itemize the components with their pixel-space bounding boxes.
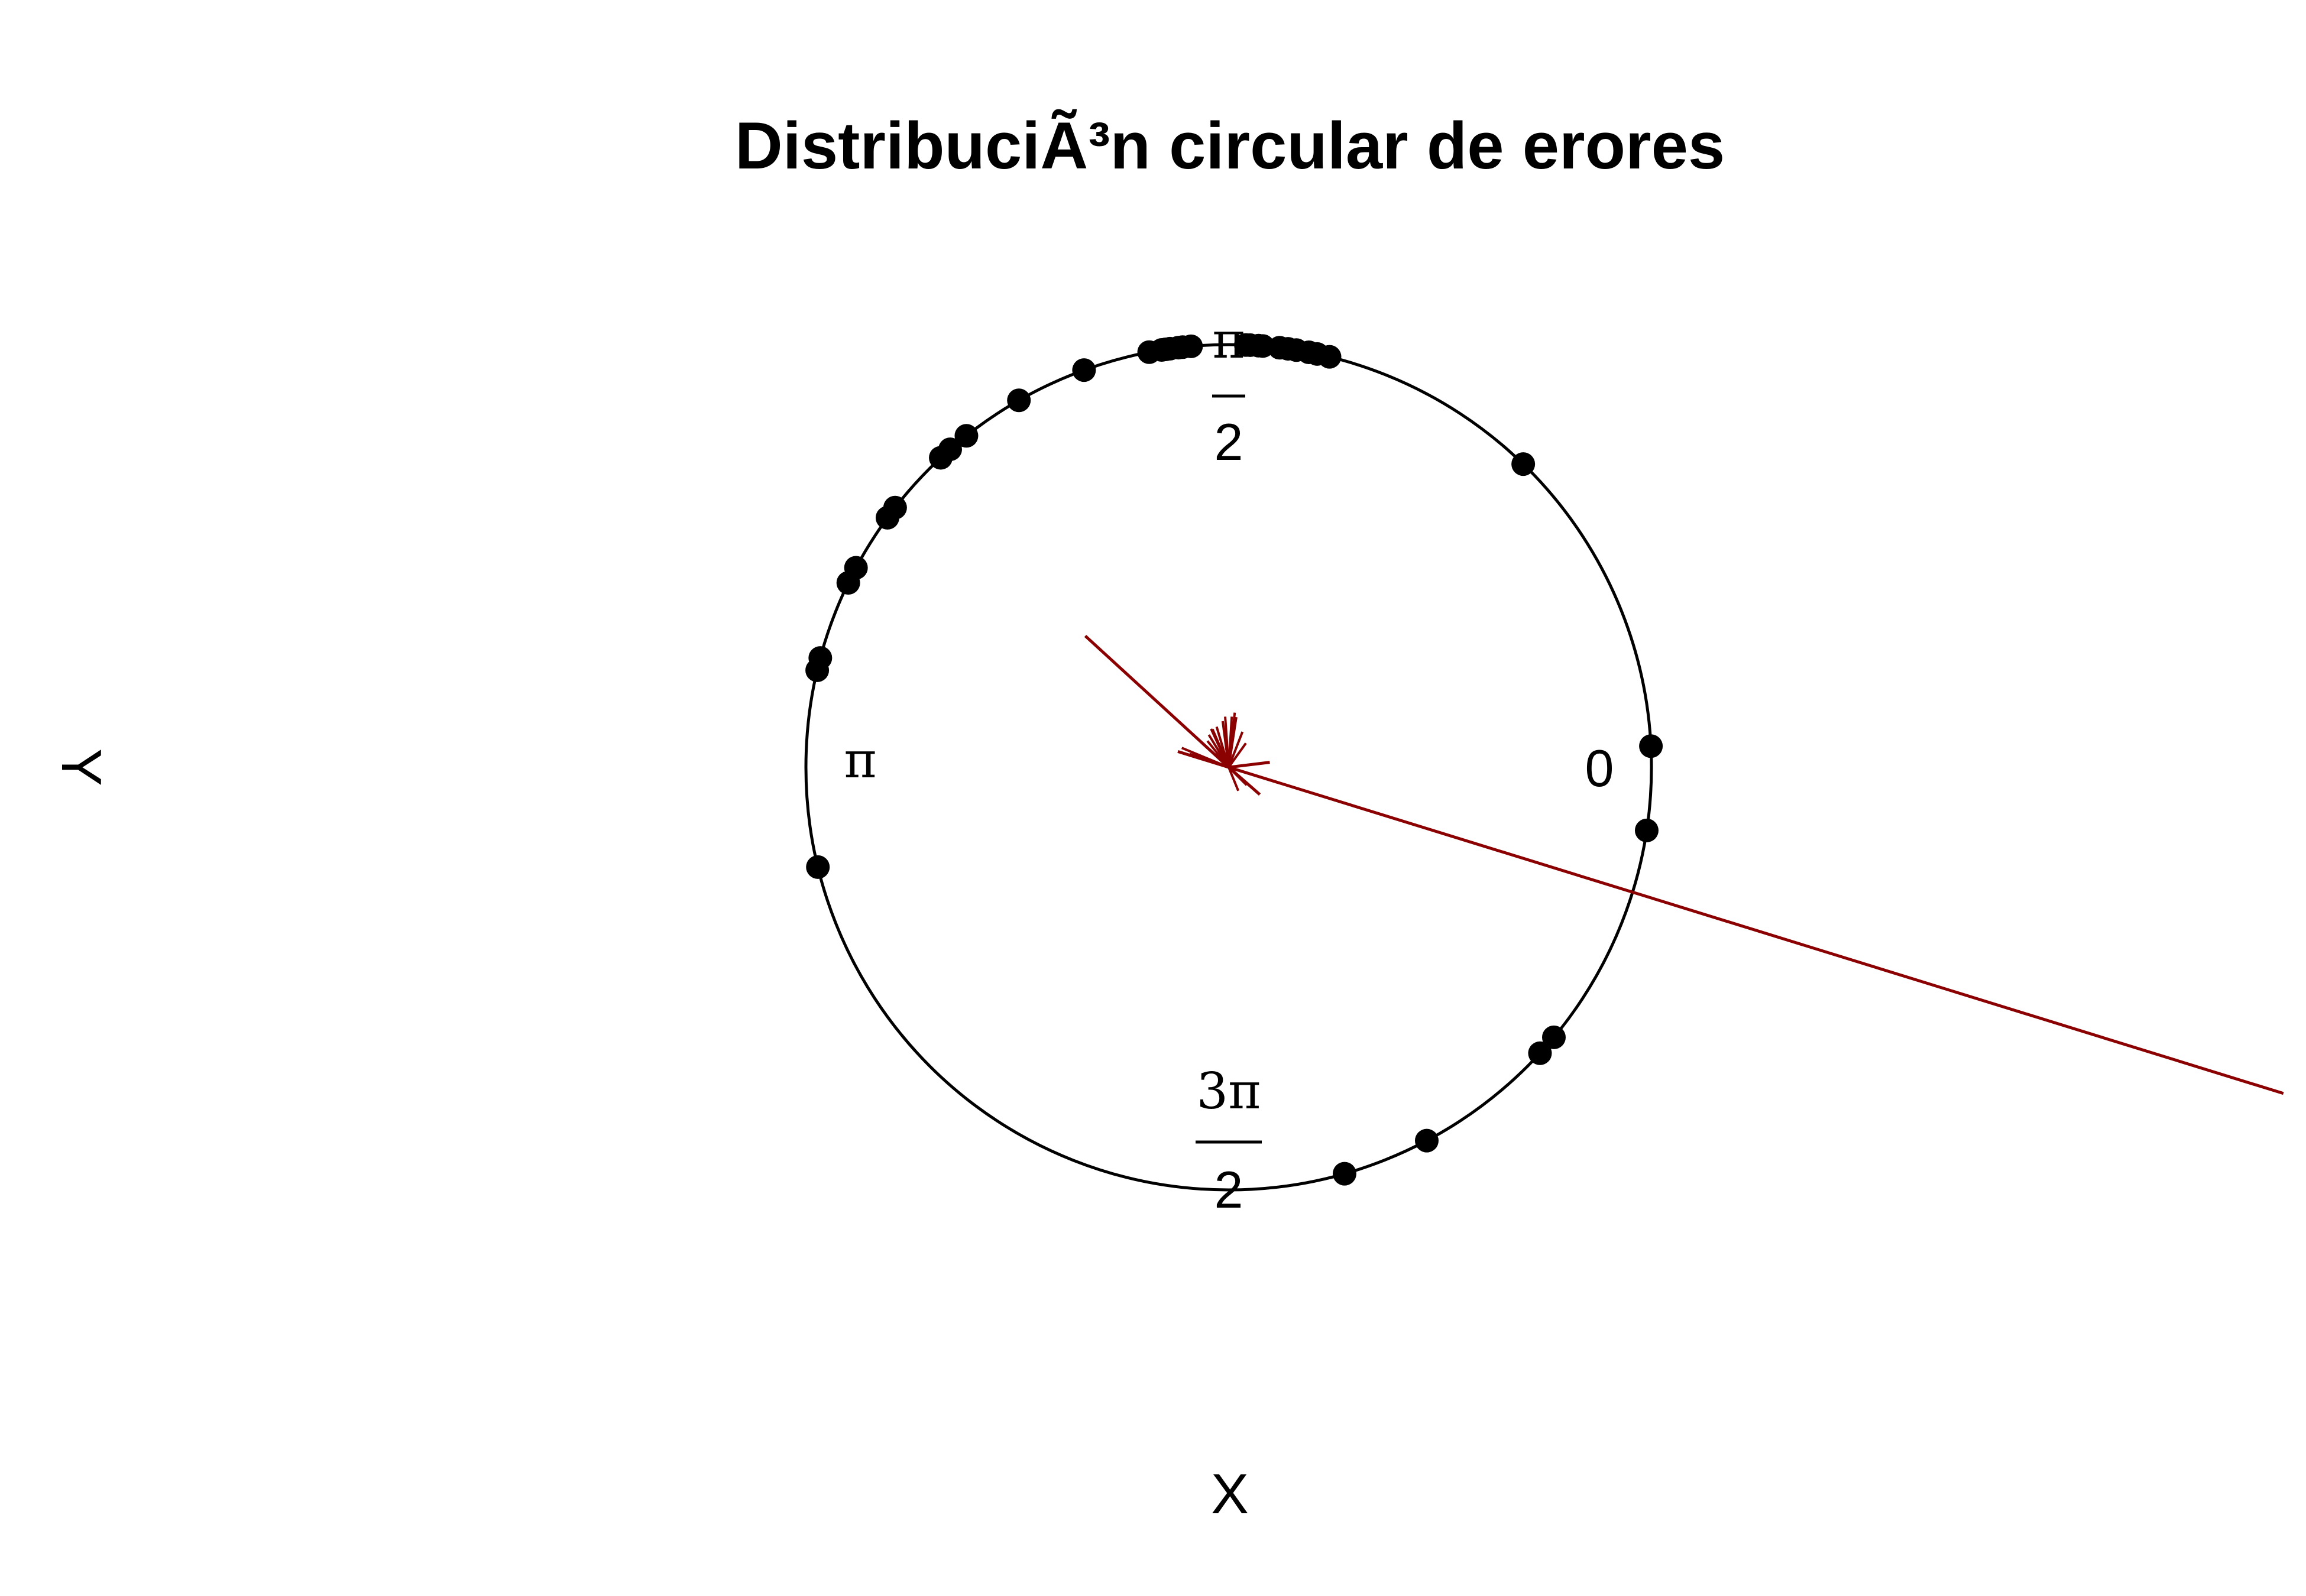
- rose-spoke: [1228, 766, 1248, 786]
- y-axis-label: Y: [50, 748, 113, 786]
- unit-circle: [804, 343, 1653, 1192]
- data-point: [875, 505, 899, 530]
- data-point: [1511, 452, 1536, 476]
- mean-vector-arrow: [1084, 634, 1230, 768]
- data-point: [1072, 358, 1096, 382]
- mean-vector-arrowhead: [1188, 728, 1232, 770]
- chart-marks: [805, 333, 2284, 1186]
- data-point: [836, 570, 860, 595]
- data-point: [1137, 340, 1161, 364]
- data-point: [1639, 734, 1663, 758]
- angle-label-pi: π: [844, 731, 876, 789]
- rose-spoke: [1228, 742, 1247, 768]
- angle-label-half-pi-denominator: 2: [1214, 413, 1243, 471]
- data-point: [954, 424, 979, 448]
- x-axis-label: X: [1211, 1462, 1249, 1526]
- angle-label-three-half-pi-denominator: 2: [1214, 1160, 1243, 1219]
- data-point: [1414, 1128, 1439, 1153]
- data-point: [929, 446, 953, 470]
- data-point: [806, 855, 830, 879]
- data-point: [805, 658, 830, 682]
- data-point: [1332, 1162, 1356, 1186]
- data-point: [1007, 388, 1031, 413]
- rose-spoke: [1228, 767, 1240, 791]
- rose-spoke: [1228, 731, 1244, 768]
- angle-label-three-half-pi-numerator: 3π: [1197, 1062, 1261, 1120]
- angle-label-zero: 0: [1585, 739, 1614, 797]
- rose-spoke: [1221, 721, 1230, 768]
- data-point: [1541, 1025, 1566, 1049]
- data-point: [1634, 818, 1659, 842]
- data-point: [1234, 333, 1258, 357]
- data-point: [1528, 1041, 1552, 1065]
- chart-title: DistribuciÃ³n circular de erores: [735, 109, 1725, 183]
- regression-line: [1228, 765, 2284, 1095]
